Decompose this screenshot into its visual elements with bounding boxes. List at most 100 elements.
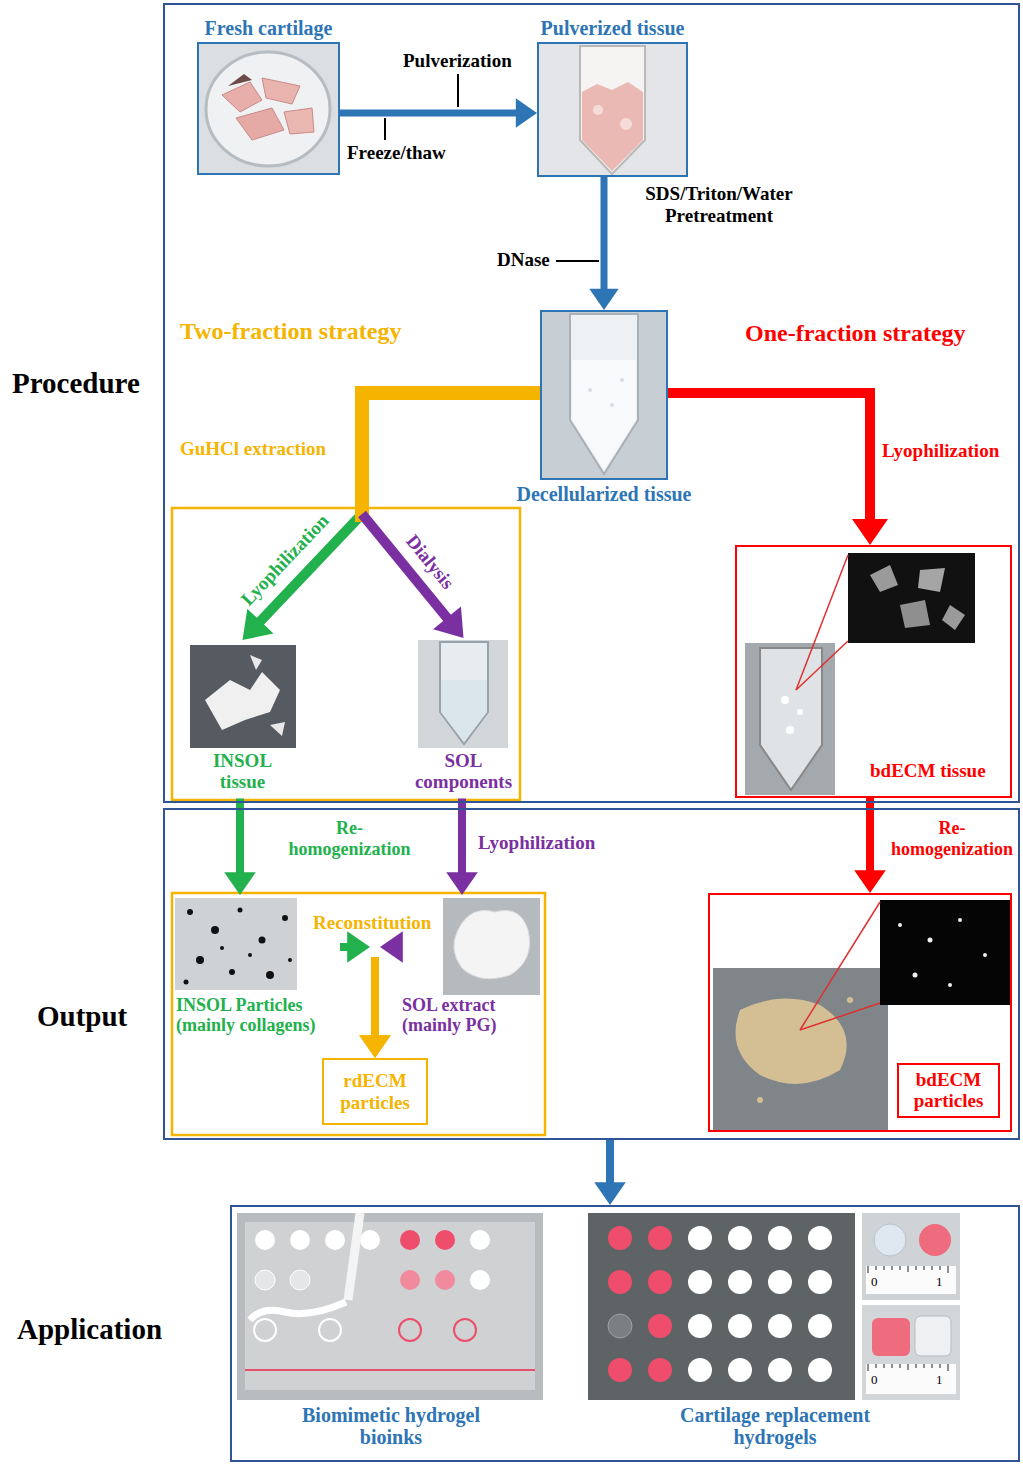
tube-photo-part [745, 643, 835, 795]
bioink-photo-part [290, 1230, 310, 1250]
tube-photo [745, 643, 835, 795]
photo-panel: INSOL tissue [185, 640, 300, 799]
connector-line [606, 1140, 614, 1184]
node-label: Fresh cartilage [205, 17, 333, 39]
implant-photo-part [688, 1226, 712, 1250]
tube-photo-part [582, 82, 643, 171]
cartilage-photo-part [199, 44, 338, 173]
connector-line [340, 943, 349, 951]
annotation-label: DNase [497, 249, 550, 271]
implant-closeup-part [866, 1266, 956, 1294]
tick-line [556, 260, 599, 262]
tube-photo-part [588, 388, 592, 392]
ruler-number: 1 [936, 1373, 943, 1388]
sem-image-part [898, 923, 902, 927]
leader-line [800, 902, 880, 1030]
process-arrow [340, 931, 391, 1058]
implant-photo-part [648, 1270, 672, 1294]
insoluble-photo-part [250, 655, 262, 670]
tube-photo-part [781, 696, 789, 704]
annotation-label: Freeze/thaw [347, 142, 446, 164]
implant-photo-part [648, 1314, 672, 1338]
arrowhead [380, 931, 403, 963]
implant-photo-part [608, 1358, 632, 1382]
bioink-photo [237, 1213, 543, 1400]
particle-photo-part [259, 937, 266, 944]
cartilage-photo-part [236, 108, 284, 140]
edge-label: Lyophilization [237, 510, 334, 610]
particle-photo [175, 898, 297, 990]
ruler-number: 1 [936, 1275, 943, 1290]
arrowhead [359, 1035, 391, 1058]
sem-image [848, 553, 975, 643]
process-arrow [243, 393, 541, 640]
application-panel: Biomimetic hydrogel bioinks [237, 1210, 545, 1456]
application-panel: Cartilage replacement hydrogels [588, 1210, 962, 1456]
process-arrow [446, 799, 478, 895]
edge-label: Dialysis [401, 531, 458, 594]
implant-photo-part [768, 1358, 792, 1382]
insoluble-photo-part [190, 645, 296, 748]
edge-label: Lyophilization [882, 440, 999, 462]
bioink-photo-part [435, 1270, 455, 1290]
edge-label: Pulverization [403, 50, 512, 72]
sem-image-part [900, 600, 930, 628]
implant-photo-part [728, 1314, 752, 1338]
sem-image-part [942, 605, 965, 630]
arrowhead [243, 609, 274, 640]
cartilage-photo-part [222, 82, 262, 112]
bioink-photo-part [400, 1230, 420, 1250]
node-label: SOL components [411, 750, 516, 793]
photo-frame: Pulverized tissue [537, 42, 688, 177]
result-box: bdECM tissue [735, 545, 1012, 798]
particle-photo-part [736, 999, 847, 1084]
implant-closeup [862, 1213, 960, 1300]
edge-label: Re- homogenization [886, 818, 1018, 859]
particle-photo-part [248, 953, 252, 957]
implant-closeup-part [868, 1364, 948, 1371]
implant-photo-part [768, 1314, 792, 1338]
edge-label: Reconstitution [313, 912, 431, 934]
implant-closeup [862, 1305, 960, 1400]
bioink-photo-part [348, 1213, 360, 1300]
cartilage-photo-part [206, 52, 330, 166]
particle-photo-part [229, 969, 235, 975]
implant-closeup-part [872, 1318, 910, 1356]
implant-photo-part [808, 1314, 832, 1338]
particle-photo-part [847, 997, 853, 1003]
bioink-photo-part [254, 1319, 276, 1341]
sem-image [880, 900, 1010, 1005]
tube-photo-part [440, 642, 488, 744]
particle-photo-part [282, 915, 288, 921]
implant-photo-part [768, 1226, 792, 1250]
photo-frame: Decellularized tissue [540, 310, 668, 480]
tick-line [457, 74, 459, 107]
bioink-photo-part [400, 1270, 420, 1290]
process-arrow [359, 931, 403, 1058]
connector-line [668, 393, 870, 521]
annotation-label: GuHCl extraction [180, 438, 326, 460]
implant-photo-part [728, 1226, 752, 1250]
implant-closeup-part [868, 1266, 948, 1273]
particle-photo-part [238, 908, 243, 913]
tube-photo-part [797, 709, 803, 715]
sem-image-part [958, 918, 962, 922]
process-arrow [668, 393, 888, 545]
tube-photo-part [610, 403, 614, 407]
implant-photo-part [588, 1213, 855, 1400]
photo-panel: SOL components [405, 638, 522, 799]
tube-photo-part [570, 314, 638, 474]
process-arrow [594, 1140, 626, 1205]
section-panel: ApplicationBiomimetic hydrogel bioinksCa… [230, 1205, 1020, 1462]
tube-photo-part [542, 312, 666, 478]
bioink-photo-part [290, 1270, 310, 1290]
implant-photo-part [808, 1358, 832, 1382]
particle-photo-part [196, 956, 204, 964]
arrowhead [852, 519, 888, 545]
arrowhead [359, 1035, 391, 1058]
cartilage-photo-part [262, 78, 300, 104]
node-label: Cartilage replacement hydrogels [673, 1404, 878, 1449]
tube-photo-part [620, 118, 632, 130]
tube-photo-part [593, 105, 603, 115]
